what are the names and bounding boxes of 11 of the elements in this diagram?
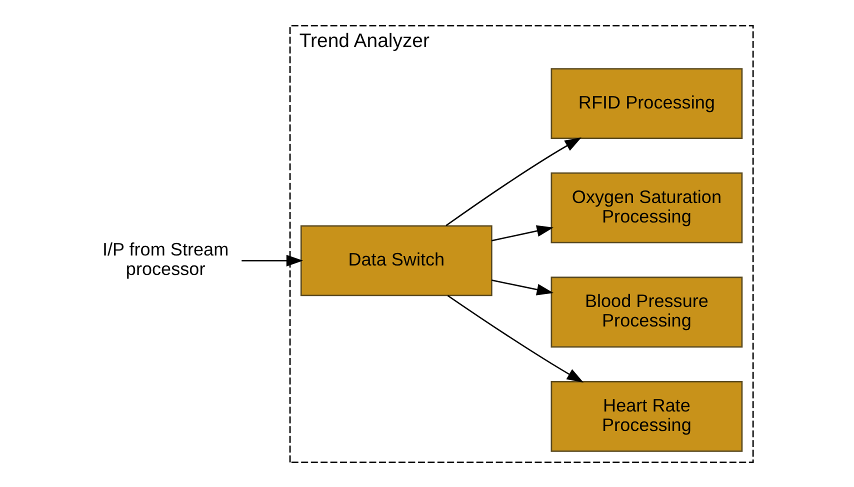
arrow [446, 136, 582, 226]
node-box: Heart Rate Processing [550, 380, 743, 452]
arrow [447, 294, 584, 382]
node-box: Data Switch [300, 224, 492, 296]
node-box: Blood Pressure Processing [550, 276, 743, 348]
node-text: I/P from Stream processor [102, 239, 229, 279]
arrow [242, 254, 304, 266]
arrow [492, 279, 554, 295]
arrow [492, 224, 554, 241]
node-box: RFID Processing [550, 68, 743, 139]
node-box: Oxygen Saturation Processing [550, 172, 743, 243]
